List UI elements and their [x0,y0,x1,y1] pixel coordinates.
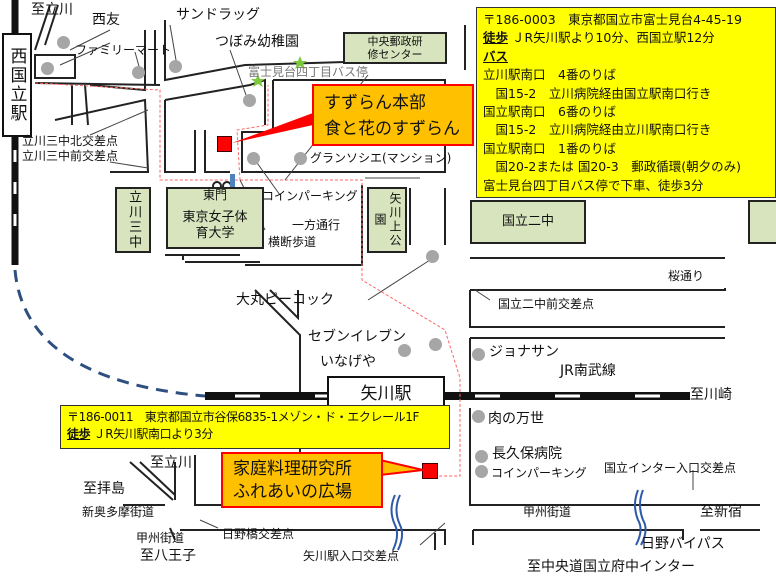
kunitachi-nichu-building: 国立二中 [470,200,586,244]
label-inter-kousaten: 国立インター入口交差点 [604,461,737,475]
label-hino-bypass: 日野バイパス [641,536,725,552]
fureai-name: 家庭料理研究所 [233,459,352,479]
label-nagakubo: 長久保病院 [492,446,562,462]
honbu-subname: 食と花のすずらん [324,119,460,139]
label-coin-parking-2: コインパーキング [491,466,587,480]
poi-seven [429,338,442,351]
tokyo-joshi-building: 東京女子体育大学 [166,187,264,249]
label-east-gate: 東門 [203,188,228,202]
label-one-way: 一方通行 [292,218,341,232]
walk-text: ＪR矢川駅南口より3分 [93,427,214,441]
yagawa-kami-koen-building: 矢川上公園 [367,187,407,253]
poi-jonathan [472,348,485,361]
poi-daimaru [426,250,439,263]
nishi-kunitachi-station: 西国立駅 [2,33,32,137]
fureai-subname: ふれあいの広場 [233,482,352,502]
fureai-address: 〒186-0011 東京都国立市谷保6835-1メゾン・ド・エクレール1F [67,410,420,424]
chuo-yusei-building: 中央郵政研修センター [343,32,447,64]
poi-familymart-1 [41,62,54,75]
label-daimaru: 大丸ピーコック [236,292,334,308]
label-to-chuo: 至中央道国立府中インター [527,559,695,575]
fureai-info-box: 〒186-0011 東京都国立市谷保6835-1メゾン・ド・エクレール1F 徒歩… [60,405,450,449]
label-kita-kousaten: 立川三中北交差点 [22,134,119,148]
bus-line: 国15-2 立川病院経由立川駅南口行き [483,122,712,138]
label-sundrug: サンドラッグ [176,7,260,23]
bus-line: 国20-2または 国20-3 郵政循環(朝夕のみ) [483,159,741,175]
label-sakura: 桜通り [668,269,705,283]
poi-niku [472,410,485,423]
honbu-name: すずらん本部 [324,93,426,113]
building-edge [748,200,776,244]
walk-label: 徒歩 [67,427,91,441]
bus-line: 国15-2 立川病院経由国立駅南口行き [483,85,712,101]
walk-text: ＪR矢川駅より10分、西国立駅12分 [512,30,715,46]
honbu-marker [217,136,232,152]
bus-line: 国立駅南口 1番のりば [483,140,616,156]
label-crosswalk: 横断歩道 [268,235,317,249]
bus-line: 富士見台四丁目バス停で下車、徒歩3分 [483,177,704,193]
label-to-hachioji: 至八王子 [140,548,196,564]
label-mae-kousaten: 立川三中前交差点 [22,149,119,163]
fureai-marker [422,463,438,479]
poi-seiyu [57,36,70,49]
label-yagawa-iriguchi: 矢川駅入口交差点 [303,549,400,563]
label-grand: グランソシエ(マンション) [310,151,452,165]
bus-label: バス [483,48,509,64]
poi-tsubomi [243,94,256,107]
poi-familymart-2 [132,66,145,79]
walk-label: 徒歩 [483,30,509,46]
label-nichu-mae: 国立二中前交差点 [498,297,595,311]
label-bus-stop: 富士見台四丁目バス停 [248,65,369,79]
label-familymart: ファミリーマート [75,43,172,57]
poi-nagakubo [475,450,488,463]
yagawa-station: 矢川駅 [327,376,445,407]
honbu-address: 〒186-0003 東京都国立市富士見台4-45-19 [483,12,742,27]
tokyo-joshi-label: 東京女子体育大学 [182,209,248,241]
label-to-tachikawa: 至立川 [31,2,73,18]
poi-coin-parking-2 [475,465,488,478]
label-to-kawasaki: 至川崎 [690,387,732,403]
label-koshu-left: 甲州街道 [136,531,185,545]
label-koshu-right: 甲州街道 [523,505,572,519]
label-niku: 肉の万世 [488,411,544,427]
label-hinobashi: 日野橋交差点 [222,527,295,541]
label-to-tachikawa-2: 至立川 [150,455,192,471]
label-inageya: いなげや [320,354,376,370]
fureai-callout: 家庭料理研究所 ふれあいの広場 [221,452,383,508]
poi-grand [294,152,307,165]
honbu-callout: すずらん本部 食と花のすずらん [312,84,474,146]
label-seven: セブンイレブン [308,329,406,345]
label-to-shinjuku: 至新宿 [700,504,742,520]
chuo-yusei-label: 中央郵政研修センター [367,35,423,61]
honbu-info-box: 〒186-0003 東京都国立市富士見台4-45-19 徒歩 ＪR矢川駅より10… [476,7,776,198]
label-to-haijima: 至拝島 [83,481,125,497]
bus-line: 立川駅南口 4番のりば [483,67,616,83]
label-seiyu: 西友 [92,12,120,28]
label-shin-okutama: 新奥多摩街道 [82,505,155,519]
poi-sundrug [169,60,182,73]
label-tsubomi: つぼみ幼稚園 [215,34,299,50]
tachikawa-sanchu-building: 立川三中 [115,187,151,253]
poi-inageya [398,344,411,357]
label-jonathan: ジョナサン [489,344,559,360]
label-nambu: JR南武線 [560,363,616,379]
label-coin-parking: コインパーキング [262,189,358,203]
poi-coin-parking [247,152,260,165]
bus-line: 国立駅南口 6番のりば [483,104,616,120]
